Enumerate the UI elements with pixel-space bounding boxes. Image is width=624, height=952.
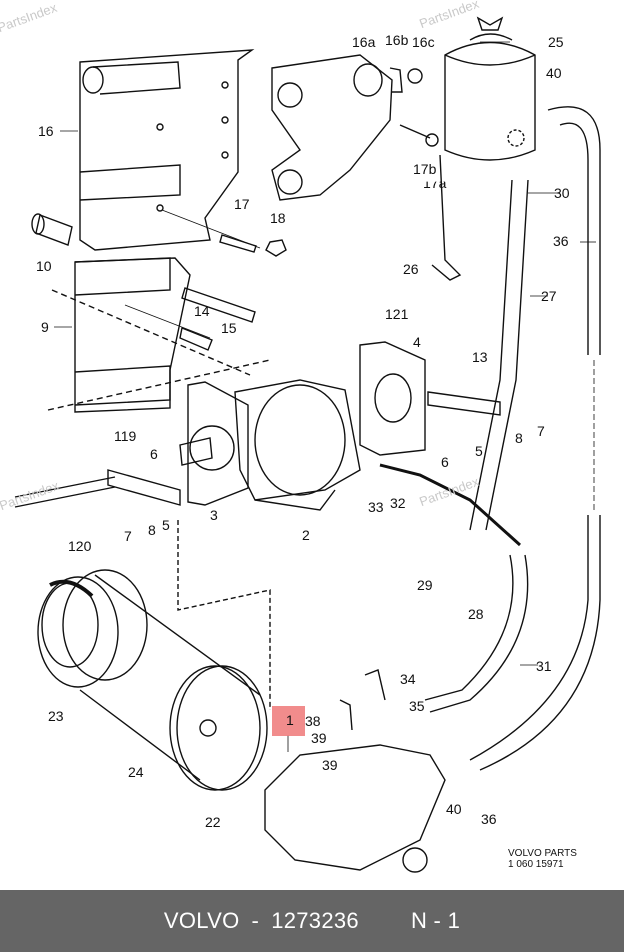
callout-10[interactable]: 10 [36,258,52,274]
gasket-4 [359,341,426,456]
callout-3[interactable]: 3 [210,507,218,523]
callout-5[interactable]: 5 [162,517,170,533]
leader-lines [54,41,596,752]
flange-3 [179,381,249,506]
callout-16[interactable]: 16 [38,123,54,139]
callout-8[interactable]: 8 [148,522,156,538]
callout-26[interactable]: 26 [403,261,419,277]
parts-diagram: PartsIndex PartsIndex PartsIndex PartsIn… [0,0,601,873]
callout-33[interactable]: 33 [368,499,384,515]
callout-15[interactable]: 15 [221,320,237,336]
callout-17[interactable]: 17 [234,196,250,212]
callout-8[interactable]: 8 [515,430,523,446]
stamp-line-1: VOLVO PARTS [508,848,577,859]
callout-2[interactable]: 2 [302,527,310,543]
highlight-box [272,706,305,736]
pipe-32 [379,463,522,547]
callout-30[interactable]: 30 [554,185,570,201]
plate-5-right [427,391,501,416]
volvo-parts-stamp: VOLVO PARTS 1 060 15971 [508,848,577,870]
footer-separator: - [251,908,260,933]
callout-38[interactable]: 38 [305,713,321,729]
callout-22[interactable]: 22 [205,814,221,830]
callout-13[interactable]: 13 [472,349,488,365]
callout-40[interactable]: 40 [546,65,562,81]
callout-16c[interactable]: 16c [412,34,435,50]
callout-119[interactable]: 119 [114,428,137,444]
footer-bar: VOLVO - 1273236 N - 1 [0,890,624,952]
callout-32[interactable]: 32 [390,495,406,511]
bracket-16a [271,54,439,201]
footer-part-number: 1273236 [271,908,359,933]
stud-17 [219,234,257,253]
callout-6[interactable]: 6 [150,446,158,462]
hose-36-upper [547,106,601,355]
callout-9[interactable]: 9 [41,319,49,335]
steering-gear-1 [264,669,446,873]
callout-24[interactable]: 24 [128,764,144,780]
callout-29[interactable]: 29 [417,577,433,593]
callout-40[interactable]: 40 [446,801,462,817]
callout-36[interactable]: 36 [481,811,497,827]
callout-23[interactable]: 23 [48,708,64,724]
belt-24 [79,574,261,781]
footer-brand: VOLVO [163,908,240,933]
callout-27[interactable]: 27 [541,288,557,304]
nut-18 [265,239,287,257]
callout-1-highlighted[interactable]: 1 [286,712,294,728]
callout-14[interactable]: 14 [194,303,210,319]
pulley-23 [37,569,148,688]
callout-6[interactable]: 6 [441,454,449,470]
bolt-120 [14,476,116,508]
callout-16b[interactable]: 16b [385,32,409,48]
hose-31 [429,554,529,713]
callout-39[interactable]: 39 [322,757,338,773]
callout-5[interactable]: 5 [475,443,483,459]
callout-7[interactable]: 7 [124,528,132,544]
hose-36-lower [479,515,601,771]
callout-28[interactable]: 28 [468,606,484,622]
pulley-22 [169,665,268,791]
callout-36[interactable]: 36 [553,233,569,249]
callout-4[interactable]: 4 [413,334,421,350]
hose-27 [469,179,513,531]
callout-17b[interactable]: 17b [413,161,437,177]
footer-position-label: N - 1 [410,908,461,933]
callout-31[interactable]: 31 [536,658,552,674]
callout-34[interactable]: 34 [400,671,416,687]
pump-2 [234,379,361,511]
plate-5-left [107,469,181,506]
spacer-10 [31,213,73,246]
callout-17a[interactable]: 17a [423,175,447,191]
callout-35[interactable]: 35 [409,698,425,714]
stamp-line-2: 1 060 15971 [508,859,564,870]
diagram-line-art [14,16,601,873]
callout-16a[interactable]: 16a [352,34,376,50]
callout-120[interactable]: 120 [68,538,92,554]
bracket-16 [79,49,255,251]
callout-39[interactable]: 39 [311,730,327,746]
bracket-9 [47,257,271,413]
callout-7[interactable]: 7 [537,423,545,439]
callout-25[interactable]: 25 [548,34,564,50]
reservoir-25 [431,16,536,281]
callout-18[interactable]: 18 [270,210,286,226]
callout-121[interactable]: 121 [385,306,409,322]
